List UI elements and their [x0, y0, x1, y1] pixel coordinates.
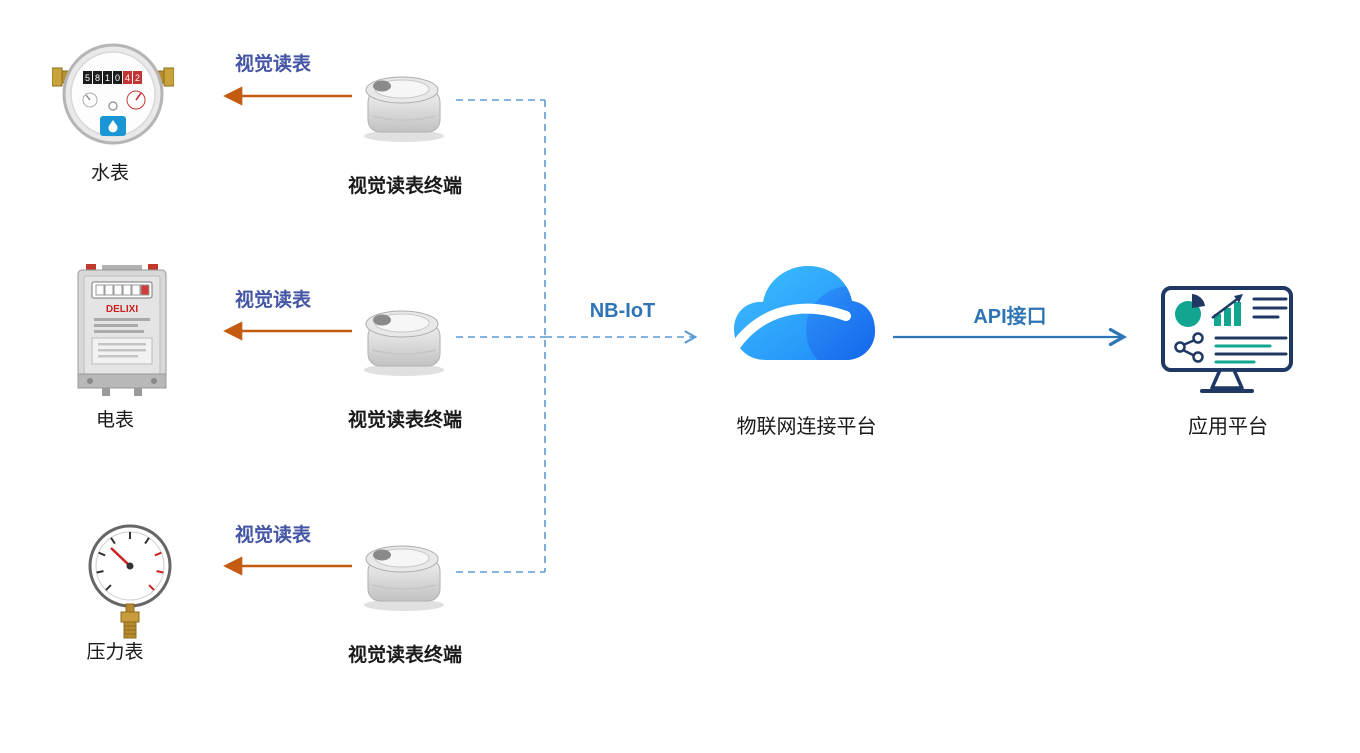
- terminal-icon-row2: [352, 296, 456, 378]
- pressure-gauge-icon: [83, 522, 177, 642]
- svg-text:1: 1: [105, 73, 110, 83]
- water-meter-right-fitting: [163, 67, 174, 87]
- text-lines-icon: [1252, 297, 1288, 319]
- pressure-gauge-ticks: [96, 532, 164, 591]
- water-meter-blue-badge: [100, 116, 126, 136]
- electric-meter-brand: DELIXI: [106, 304, 138, 315]
- terminal-camera-lens: [373, 314, 391, 326]
- cloud-icon: [728, 248, 880, 390]
- cloud-platform-label: 物联网连接平台: [736, 416, 877, 438]
- electric-meter-terminal-cover: [77, 373, 167, 389]
- bar-chart-icon: [1211, 294, 1243, 326]
- svg-text:8: 8: [95, 73, 100, 83]
- pie-chart-icon: [1175, 294, 1205, 327]
- nbiot-label: NB-IoT: [589, 300, 656, 322]
- monitor-stand: [1210, 368, 1244, 390]
- terminal-label-row1: 视觉读表终端: [347, 176, 462, 197]
- share-icon: [1174, 332, 1204, 363]
- terminal-icon-row1: [352, 62, 456, 144]
- read-label-row1: 视觉读表: [234, 54, 311, 75]
- water-meter-left-fitting: [52, 67, 63, 87]
- electric-meter-icon: DELIXI: [72, 262, 172, 400]
- svg-text:4: 4: [125, 73, 130, 83]
- meter-label-water: 水表: [90, 163, 129, 184]
- svg-text:2: 2: [135, 73, 140, 83]
- svg-text:0: 0: [115, 73, 120, 83]
- electric-meter-counter: [91, 281, 153, 299]
- pressure-gauge-needle: [110, 547, 131, 567]
- read-label-row2: 视觉读表: [234, 290, 311, 311]
- app-platform-label: 应用平台: [1188, 416, 1268, 438]
- terminal-camera-lens: [373, 80, 391, 92]
- svg-text:5: 5: [85, 73, 90, 83]
- terminal-label-row3: 视觉读表终端: [347, 645, 462, 666]
- meter-label-pressure: 压力表: [86, 642, 144, 663]
- terminal-label-row2: 视觉读表终端: [347, 410, 462, 431]
- cloud-swoosh: [734, 303, 851, 353]
- report-lines-icon: [1214, 336, 1288, 364]
- terminal-icon-row3: [352, 531, 456, 613]
- read-label-row3: 视觉读表: [234, 525, 311, 546]
- api-label: API接口: [973, 306, 1047, 328]
- water-meter-digit-register: 5 8 1 0 4 2: [83, 71, 142, 84]
- terminal-camera-lens: [373, 549, 391, 561]
- water-meter-icon: 5 8 1 0 4 2: [52, 34, 174, 162]
- monitor-icon: [1158, 284, 1298, 402]
- meter-label-electric: 电表: [95, 410, 134, 431]
- pressure-gauge-stem: [120, 603, 140, 639]
